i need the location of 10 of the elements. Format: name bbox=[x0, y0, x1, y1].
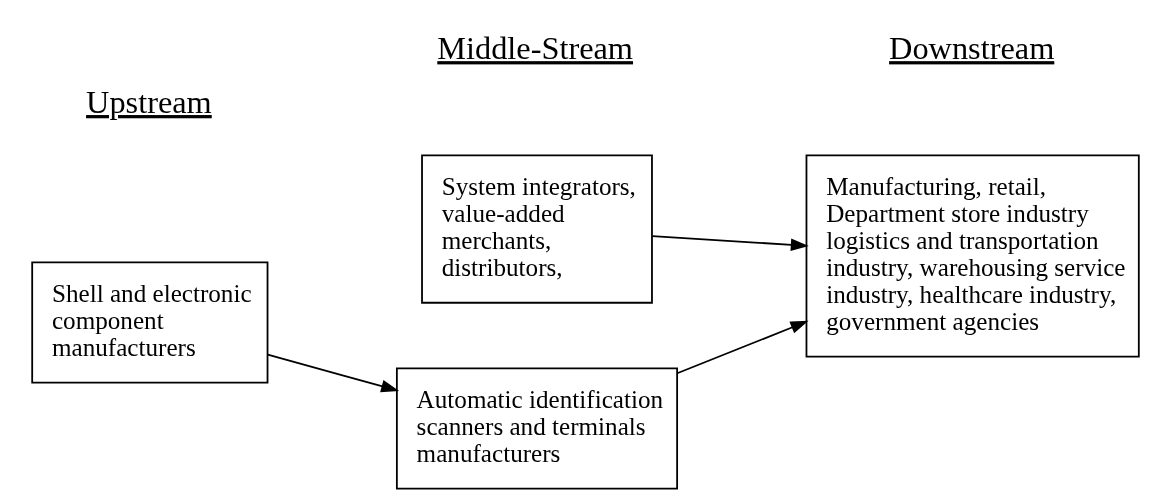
arrow bbox=[676, 320, 809, 375]
node-box: Manufacturing, retail, Department store industry logistics and transportation industry, warehousing service industry, healthcare industry, government agencies bbox=[805, 154, 1140, 358]
node-box: Automatic identification scanners and terminals manufacturers bbox=[395, 367, 678, 490]
node-box: Shell and electronic component manufacturers bbox=[31, 261, 269, 384]
label: Middle-Stream bbox=[437, 30, 634, 67]
label: Upstream bbox=[86, 84, 212, 121]
label: Downstream bbox=[889, 30, 1055, 67]
arrow bbox=[266, 353, 400, 393]
arrow bbox=[651, 235, 809, 252]
node-box: System integrators, value-added merchants, distributors, bbox=[421, 154, 653, 304]
